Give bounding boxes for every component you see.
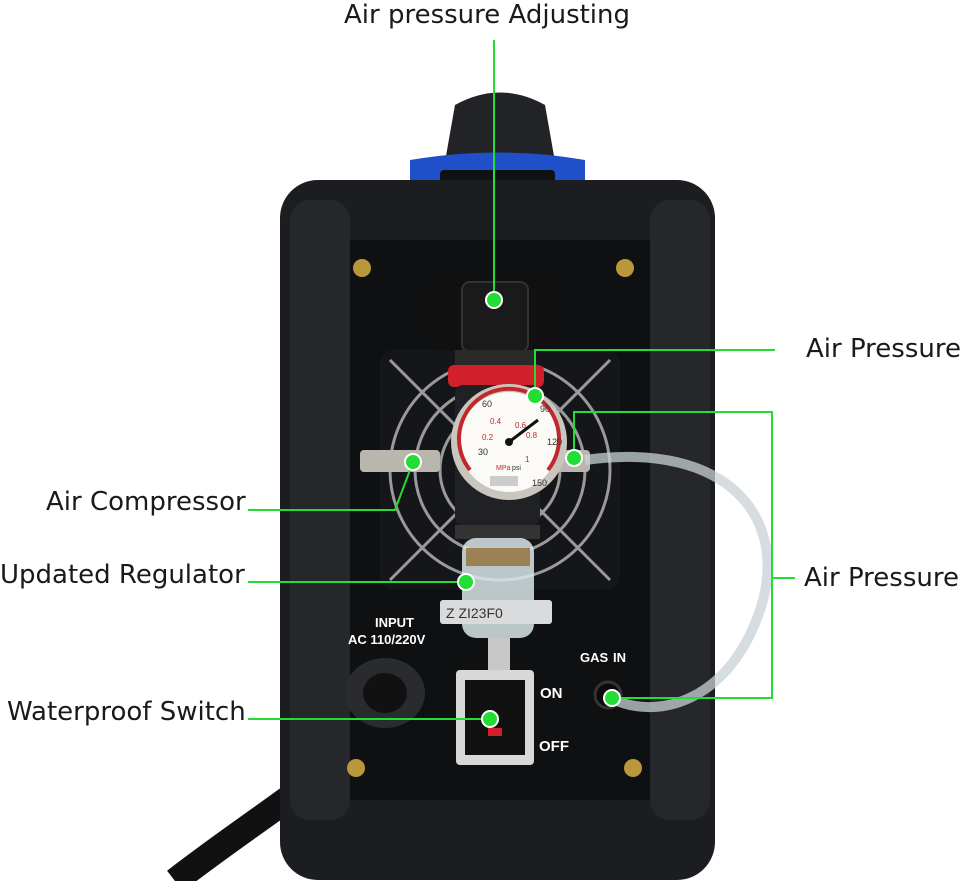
- dot-outlet: [565, 449, 583, 467]
- gauge-scale-psi-0: 30: [478, 447, 488, 457]
- gauge-scale-mpa-4: 1: [525, 455, 530, 464]
- on-label: ON: [540, 685, 563, 702]
- callout-air-pressure-adjusting: Air pressure Adjusting: [344, 0, 631, 30]
- regulator-red-ring: [448, 365, 544, 387]
- serial-text: Z ZI23F0: [446, 605, 503, 621]
- gauge-unit-psi: psi: [512, 465, 521, 472]
- callout-lines: [248, 40, 795, 720]
- dot-adjusting: [485, 291, 503, 309]
- gauge-scale-mpa-0: 0.2: [482, 433, 494, 442]
- filter-element: [466, 548, 530, 566]
- input-label: INPUT: [375, 615, 414, 630]
- gauge-needle: [508, 418, 539, 444]
- gauge-scale-psi-2: 90: [540, 404, 550, 414]
- gauge-scale-mpa-2: 0.6: [515, 421, 527, 430]
- gauge-scale-psi-4: 150: [532, 478, 547, 488]
- gauge-scale-psi-1: 60: [482, 399, 492, 409]
- callout-waterproof-switch: Waterproof Switch: [7, 697, 246, 727]
- off-label: OFF: [539, 738, 569, 755]
- callout-air-pressure-top: Air Pressure: [806, 334, 960, 364]
- callout-air-pressure-right: Air Pressure: [804, 563, 959, 593]
- filter-neck: [455, 525, 540, 539]
- side-bumper-right: [650, 200, 710, 820]
- dot-switch: [481, 710, 499, 728]
- screw-top-right: [616, 259, 634, 277]
- dot-gauge: [526, 387, 544, 405]
- cable-gland-inner: [363, 673, 407, 713]
- dot-compressor: [404, 453, 422, 471]
- in-label: IN: [613, 650, 626, 665]
- gauge-unit-mpa: MPa: [496, 465, 511, 472]
- gauge-label-plate: [490, 476, 518, 486]
- screw-bottom-left: [347, 759, 365, 777]
- gauge-scale-mpa-3: 0.8: [526, 431, 538, 440]
- gas-label: GAS: [580, 650, 609, 665]
- gauge-hub: [505, 438, 513, 446]
- drain-valve: [488, 638, 510, 678]
- serial-plate: [440, 600, 552, 624]
- inlet-fitting[interactable]: [360, 450, 440, 472]
- voltage-label: AC 110/220V: [348, 632, 426, 647]
- callout-updated-regulator: Updated Regulator: [0, 560, 245, 590]
- callout-dots: [404, 291, 621, 728]
- dot-gas-in: [603, 689, 621, 707]
- switch-indicator: [488, 728, 502, 736]
- air-hose: [584, 451, 773, 712]
- callout-air-compressor: Air Compressor: [46, 487, 246, 517]
- screw-top-left: [353, 259, 371, 277]
- gauge-red-scale: [457, 386, 561, 472]
- dot-regulator: [457, 573, 475, 591]
- gauge-scale-mpa-1: 0.4: [490, 417, 502, 426]
- gauge-scale-psi-3: 120: [547, 437, 562, 447]
- screw-bottom-right: [624, 759, 642, 777]
